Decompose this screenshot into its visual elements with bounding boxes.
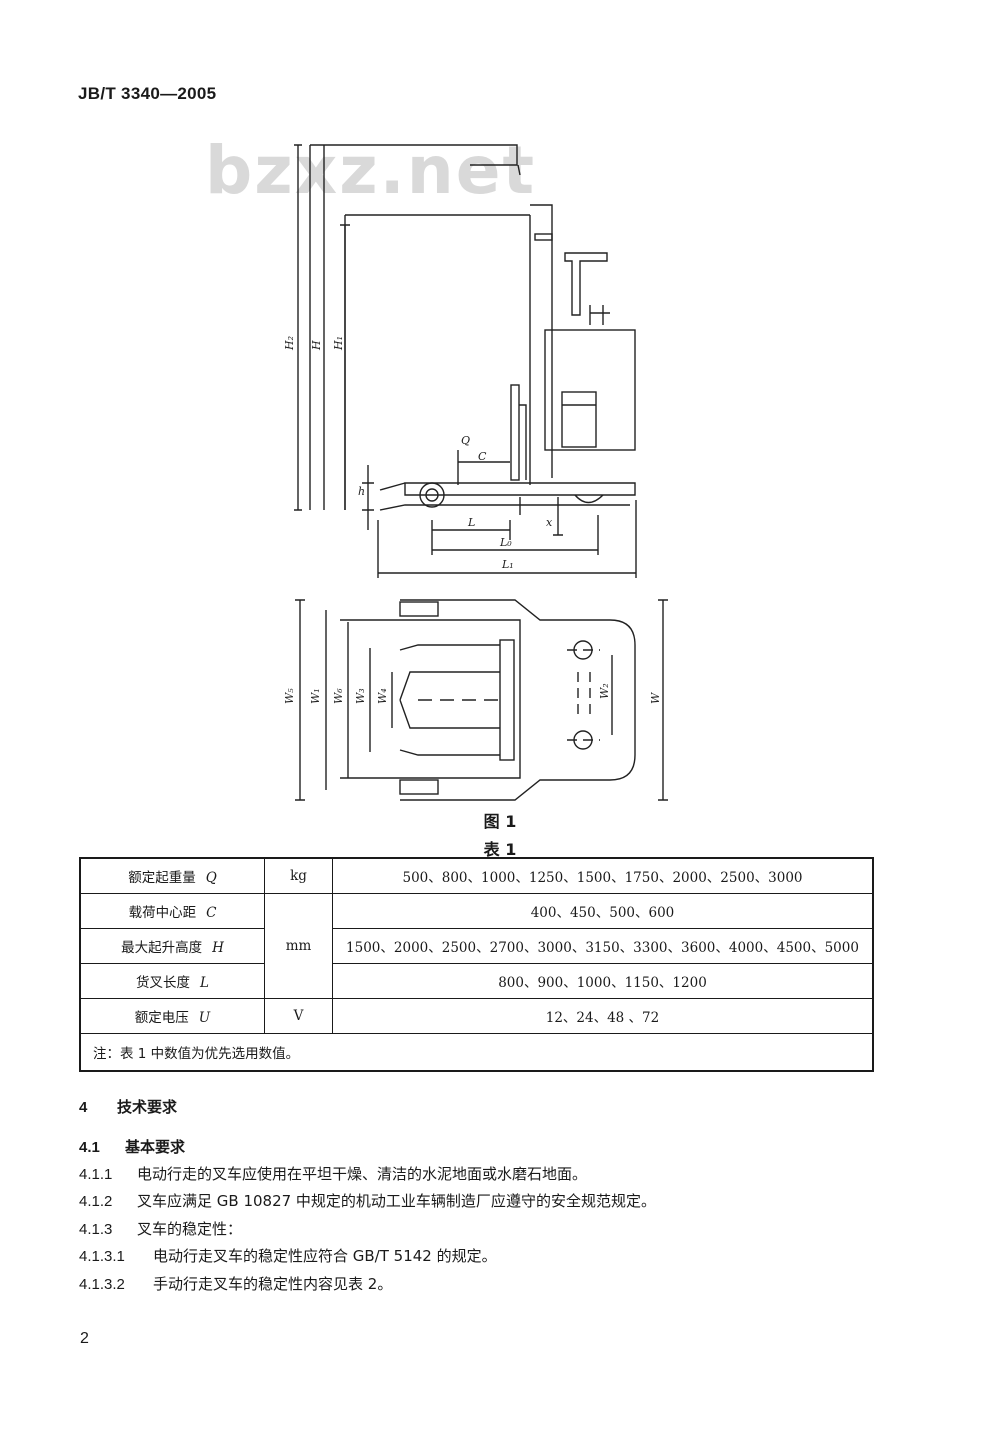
front-wheel (419, 482, 445, 508)
drive-wheel (574, 494, 604, 504)
dim-l1 (377, 500, 637, 578)
dim-small-h (362, 465, 374, 530)
label-h2: H₂ (283, 336, 296, 351)
plan-fork-frame (340, 619, 521, 779)
dim-x (553, 505, 563, 536)
plan-forks-inner (399, 671, 500, 729)
values-cell: 12、24、48 、72 (332, 998, 874, 1034)
chassis (404, 482, 636, 496)
plan-outline (400, 599, 636, 801)
param-name-cell: 额定起重量 Q (79, 857, 265, 894)
label-h1: H₁ (332, 336, 345, 351)
forklift-dimension-drawing: H₂ H H₁ Q C h x L L₀ L₁ W₅ W₁ W₆ W₃ W₄ W… (283, 144, 668, 801)
table-row: 额定起重量 Q kg 500、800、1000、1250、1500、1750、20… (79, 857, 874, 894)
param-name-cell: 货叉长度 L (79, 963, 265, 999)
label-w: W (649, 691, 662, 704)
plan-view (295, 599, 668, 801)
label-l1: L₁ (501, 558, 514, 571)
param-symbol: H (212, 940, 224, 956)
plan-carriage (499, 639, 515, 761)
label-w3: W₃ (354, 688, 367, 704)
dim-c (457, 450, 510, 485)
param-name: 货叉长度 (136, 975, 191, 991)
fork-carriage (510, 384, 520, 481)
dim-w5 (295, 599, 305, 801)
table-caption: 表 1 (483, 840, 517, 859)
mast-handle (534, 233, 553, 241)
label-c: C (478, 450, 487, 463)
param-symbol: Q (205, 870, 217, 886)
table-row: 货叉长度 L 800、900、1000、1150、1200 (79, 963, 874, 999)
control-knob (589, 305, 610, 325)
document-code: JB/T 3340—2005 (78, 84, 217, 103)
label-x: x (546, 516, 553, 529)
dim-l (431, 520, 511, 555)
dim-w (658, 599, 668, 801)
unit-cell: kg (264, 857, 333, 894)
truck-body (544, 329, 636, 451)
values-cell: 800、900、1000、1150、1200 (332, 963, 874, 999)
figure-caption: 图 1 (483, 812, 517, 831)
plan-front-wheel-bottom (399, 779, 439, 795)
table-row: 额定电压 U V 12、24、48 、72 (79, 998, 874, 1034)
fork-tip (379, 482, 406, 491)
label-w6: W₆ (332, 688, 345, 704)
table-row: 最大起升高度 H 1500、2000、2500、2700、3000、3150、33… (79, 928, 874, 964)
param-name: 载荷中心距 (128, 905, 197, 921)
front-wheel-hub (425, 488, 439, 502)
tiller-handle (564, 252, 608, 316)
param-symbol: C (206, 905, 217, 921)
plan-forks-outer (399, 644, 500, 756)
page-number: 2 (80, 1330, 89, 1347)
unit-cell: mm (264, 893, 333, 999)
param-symbol: U (198, 1010, 211, 1026)
param-name: 额定起重量 (128, 870, 196, 886)
param-name: 最大起升高度 (121, 940, 203, 956)
plan-drive-axis (567, 649, 600, 741)
label-w1: W₁ (309, 688, 322, 704)
param-name-cell: 额定电压 U (79, 998, 265, 1034)
label-l: L (467, 516, 475, 529)
label-w4: W₄ (376, 688, 389, 704)
fork-carriage-back (519, 404, 527, 480)
unit-cell: V (264, 998, 333, 1034)
battery-window (561, 391, 597, 448)
label-h: H (310, 340, 323, 351)
spec-table: 额定起重量 Q kg 500、800、1000、1250、1500、1750、20… (79, 857, 874, 1072)
mast-outer (309, 144, 518, 510)
ground-line (379, 504, 630, 511)
param-name: 额定电压 (134, 1010, 189, 1026)
label-w2: W₂ (598, 683, 611, 699)
mast-inner (344, 204, 553, 510)
dim-h2 (294, 144, 302, 511)
side-view (294, 144, 637, 578)
label-small-h: h (358, 485, 365, 498)
values-cell: 1500、2000、2500、2700、3000、3150、3300、3600、… (332, 928, 874, 964)
dim-h1 (340, 224, 350, 510)
dim-l0 (432, 515, 599, 555)
mast-tick (517, 164, 521, 176)
table-note-row: 注：表 1 中数值为优先选用数值。 (79, 1033, 874, 1072)
label-w5: W₅ (283, 688, 296, 704)
param-name-cell: 最大起升高度 H (79, 928, 265, 964)
table-row: 载荷中心距 C mm 400、450、500、600 (79, 893, 874, 999)
param-symbol: L (200, 975, 209, 991)
values-cell: 500、800、1000、1250、1500、1750、2000、2500、30… (332, 857, 874, 894)
chassis-legs (519, 497, 559, 515)
label-l0: L₀ (499, 536, 512, 549)
plan-front-wheel-top (399, 601, 439, 617)
param-name-cell: 载荷中心距 C (79, 893, 265, 929)
table-note: 注：表 1 中数值为优先选用数值。 (79, 1033, 874, 1072)
label-q: Q (461, 434, 470, 447)
values-cell: 400、450、500、600 (332, 893, 874, 929)
